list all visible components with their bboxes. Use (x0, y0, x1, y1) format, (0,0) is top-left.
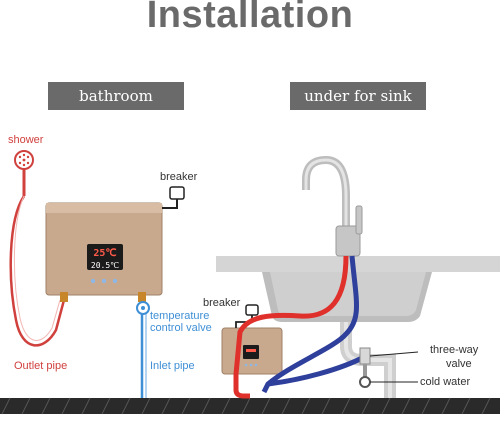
shower-label: shower (8, 134, 44, 146)
inlet-pipe-label: Inlet pipe (150, 360, 195, 372)
temp-valve-label-line2: control valve (150, 322, 212, 334)
breaker-label-top: breaker (160, 171, 198, 183)
outlet-pipe-label: Outlet pipe (14, 360, 68, 372)
floor-bar (0, 398, 500, 414)
three-way-valve-label-line2: valve (446, 358, 472, 370)
three-way-valve-icon (359, 347, 419, 378)
shower-head-icon (14, 150, 34, 196)
heater-display (87, 244, 123, 270)
water-heater-unit-small (221, 327, 283, 375)
section-label-bathroom: bathroom (48, 82, 184, 110)
countertop (216, 256, 500, 272)
page-title: Installation (146, 0, 354, 36)
cold-water-connector (359, 376, 418, 388)
temp-valve-label-line1: temperature (150, 310, 210, 322)
three-way-valve-label-line1: three-way (430, 344, 479, 356)
water-heater-unit (45, 202, 163, 302)
outlet-hose (9, 195, 66, 347)
section-label-sink: under for sink (290, 82, 426, 110)
floor-hatching (1, 397, 491, 415)
inlet-pipe (136, 301, 150, 398)
breaker-switch-top (162, 186, 185, 209)
cold-water-pipe (261, 255, 359, 394)
hot-water-pipe (233, 255, 349, 399)
breaker-label-bottom: breaker (203, 297, 241, 309)
display-temperature: 25℃ (93, 248, 116, 259)
cold-water-label: cold water (420, 376, 471, 388)
display-power: 20.5℃ (91, 261, 119, 270)
faucet (302, 155, 363, 257)
